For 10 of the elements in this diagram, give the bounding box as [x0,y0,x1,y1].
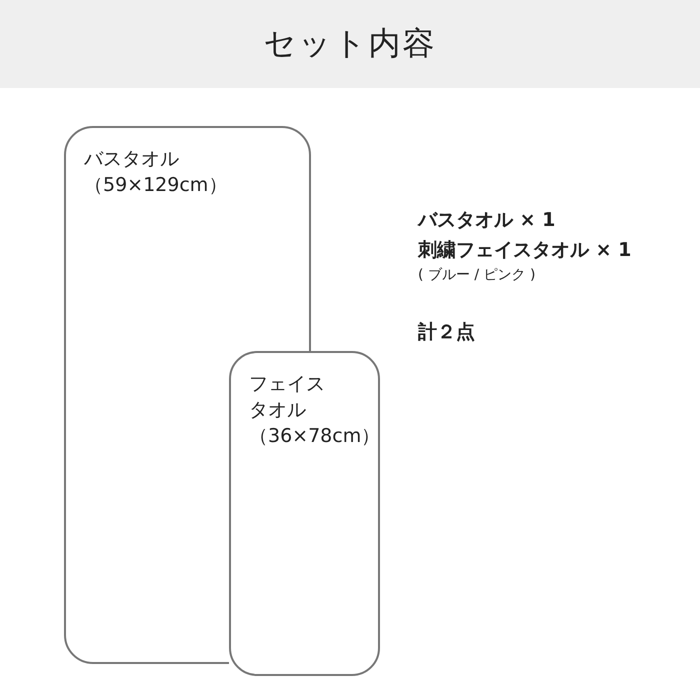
towel-name: フェイスタオル [249,372,326,423]
color-note: ( ブルー / ピンク ) [418,266,536,284]
towel-outline [229,351,380,676]
title: セット内容 [262,23,438,64]
towel-size: （36×78cm） [249,424,376,449]
total-count: 計２点 [418,320,475,345]
item-count-text: バスタオル × 1 [418,208,556,233]
towel-name: バスタオル [84,147,180,172]
towel-size: （59×129cm） [84,173,228,198]
item-count-text: 刺繍フェイスタオル × 1 [418,238,632,263]
